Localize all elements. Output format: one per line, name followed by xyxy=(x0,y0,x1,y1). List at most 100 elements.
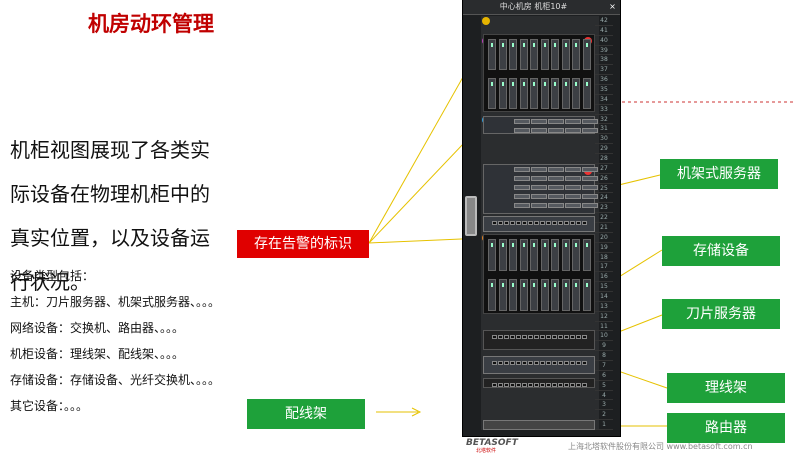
unit-label: 35 xyxy=(595,85,613,95)
blade-slot[interactable] xyxy=(530,279,538,311)
blade-slot[interactable] xyxy=(561,39,570,70)
blade-slot[interactable] xyxy=(572,239,580,271)
network-port xyxy=(528,335,533,339)
unit-label: 26 xyxy=(595,174,613,184)
list-item: 主机：刀片服务器、机架式服务器、。。。 xyxy=(10,295,221,309)
network-port xyxy=(576,221,581,225)
drive-bay xyxy=(548,167,564,172)
blade-slot[interactable] xyxy=(582,239,591,271)
blade-slot[interactable] xyxy=(582,39,591,70)
blade-slot[interactable] xyxy=(530,239,538,271)
blade-slot[interactable] xyxy=(488,279,496,311)
blade-slot[interactable] xyxy=(540,279,549,311)
unit-label: 36 xyxy=(595,75,613,85)
router[interactable] xyxy=(483,420,595,430)
network-port xyxy=(522,221,527,225)
storage-device[interactable] xyxy=(483,234,595,314)
blade-slot[interactable] xyxy=(509,239,517,271)
unit-label: 27 xyxy=(595,164,613,174)
blade-slot[interactable] xyxy=(540,78,549,109)
blade-slot[interactable] xyxy=(561,78,570,109)
blade-slot[interactable] xyxy=(551,78,559,109)
blade-slot[interactable] xyxy=(488,78,496,109)
close-icon[interactable]: × xyxy=(609,2,616,11)
network-port xyxy=(504,221,509,225)
rack-title: 中心机房 机柜10# xyxy=(499,2,568,11)
blade-slot[interactable] xyxy=(488,39,496,70)
cable-manager[interactable] xyxy=(483,378,595,388)
blade-slot[interactable] xyxy=(519,239,528,271)
blade-slot[interactable] xyxy=(498,279,507,311)
blade-slot[interactable] xyxy=(551,239,559,271)
blade-slot[interactable] xyxy=(540,239,549,271)
storage-label: 存储设备 xyxy=(662,236,780,266)
network-port xyxy=(516,221,521,225)
blade-slot[interactable] xyxy=(582,279,591,311)
blade-slot[interactable] xyxy=(509,279,517,311)
network-port xyxy=(504,335,509,339)
blade-slot[interactable] xyxy=(551,279,559,311)
blade-slot[interactable] xyxy=(551,39,559,70)
blade-slot[interactable] xyxy=(572,39,580,70)
drive-bay xyxy=(514,176,530,181)
network-port xyxy=(510,383,515,387)
network-port xyxy=(582,335,587,339)
blade-slot[interactable] xyxy=(530,39,538,70)
blade-slot[interactable] xyxy=(572,78,580,109)
network-port xyxy=(576,383,581,387)
status-indicator-icon xyxy=(482,17,490,25)
blade-server[interactable] xyxy=(483,34,595,112)
blade-slot[interactable] xyxy=(509,39,517,70)
blade-slot[interactable] xyxy=(530,78,538,109)
drive-bay xyxy=(548,128,564,133)
network-port xyxy=(510,221,515,225)
network-port xyxy=(528,221,533,225)
cable-manager[interactable] xyxy=(483,356,595,374)
switch[interactable] xyxy=(483,216,595,232)
blade-slot[interactable] xyxy=(540,39,549,70)
unit-label: 39 xyxy=(595,46,613,56)
unit-label: 23 xyxy=(595,203,613,214)
patch-panel[interactable] xyxy=(483,330,595,350)
drive-bay xyxy=(565,167,581,172)
blade-slot[interactable] xyxy=(519,39,528,70)
blade-slot[interactable] xyxy=(519,78,528,109)
network-port xyxy=(516,361,521,365)
blade-slot[interactable] xyxy=(488,239,496,271)
rack-server[interactable] xyxy=(483,164,598,214)
network-port xyxy=(558,335,563,339)
unit-label: 17 xyxy=(595,262,613,273)
network-port xyxy=(576,361,581,365)
blade-slot[interactable] xyxy=(498,78,507,109)
network-port xyxy=(552,221,557,225)
drive-bay xyxy=(531,194,547,199)
rack-server[interactable] xyxy=(483,116,598,134)
unit-label: 19 xyxy=(595,243,613,253)
blade-slot[interactable] xyxy=(498,239,507,271)
blade-slot[interactable] xyxy=(572,279,580,311)
blade-slot[interactable] xyxy=(582,78,591,109)
description: 机柜视图展现了各类实 际设备在物理机柜中的 真实位置，以及设备运 行状况。 xyxy=(10,128,260,304)
unit-label: 20 xyxy=(595,233,613,243)
network-port xyxy=(564,335,569,339)
network-port xyxy=(540,361,545,365)
list-item: 机柜设备：理线架、配线架、。。。 xyxy=(10,347,185,361)
network-port xyxy=(522,383,527,387)
description-line: 际设备在物理机柜中的 xyxy=(10,182,210,206)
blade-slot[interactable] xyxy=(519,279,528,311)
unit-label: 5 xyxy=(595,381,613,391)
unit-label: 18 xyxy=(595,253,613,263)
blade-slot[interactable] xyxy=(509,78,517,109)
network-port xyxy=(498,335,503,339)
blade-slot[interactable] xyxy=(561,279,570,311)
blade-slot[interactable] xyxy=(561,239,570,271)
drive-bay xyxy=(565,119,581,124)
blade-slot[interactable] xyxy=(498,39,507,70)
drive-bay xyxy=(582,128,598,133)
unit-label: 32 xyxy=(595,115,613,125)
drive-bay xyxy=(582,176,598,181)
drive-bay xyxy=(514,194,530,199)
drive-bay xyxy=(514,128,530,133)
